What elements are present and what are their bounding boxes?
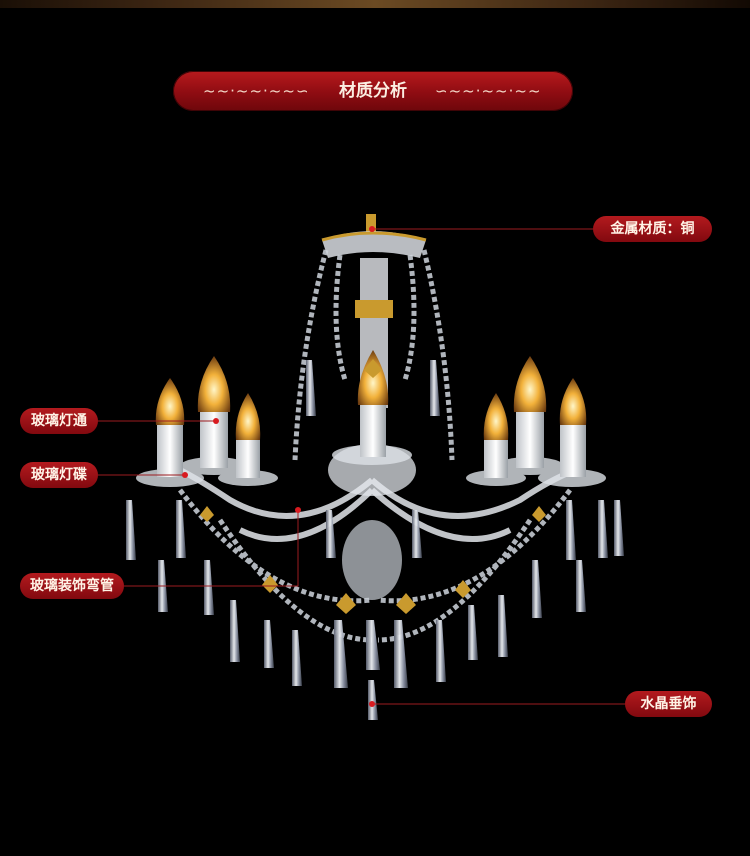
marker-dot-metal <box>369 226 375 232</box>
banner-ornament-left: ~~·~~·~~∽ <box>203 82 310 100</box>
chandelier-crown <box>321 214 427 258</box>
marker-dot-crystal <box>369 701 375 707</box>
top-decorative-strip <box>0 0 750 8</box>
gold-ornaments <box>200 359 546 614</box>
title-banner: ~~·~~·~~∽ 材质分析 ∽~~·~~·~~ <box>173 71 573 111</box>
bead-chains <box>178 249 572 643</box>
label-glass-pipe: 玻璃装饰弯管 <box>20 573 124 599</box>
leader-line-pipe <box>124 510 299 587</box>
label-metal-material: 金属材质：铜 <box>593 216 712 242</box>
label-glass-tube: 玻璃灯通 <box>20 408 98 434</box>
marker-dot-pipe <box>295 507 301 513</box>
candles <box>157 405 586 478</box>
banner-title: 材质分析 <box>339 81 407 101</box>
crystal-prisms <box>126 360 624 720</box>
label-crystal-pendant: 水晶垂饰 <box>625 691 712 717</box>
marker-dot-dish <box>182 472 188 478</box>
flame-bulbs <box>155 350 587 440</box>
label-glass-dish: 玻璃灯碟 <box>20 462 98 488</box>
banner-ornament-right: ∽~~·~~·~~ <box>435 82 542 100</box>
marker-dot-tube <box>213 418 219 424</box>
